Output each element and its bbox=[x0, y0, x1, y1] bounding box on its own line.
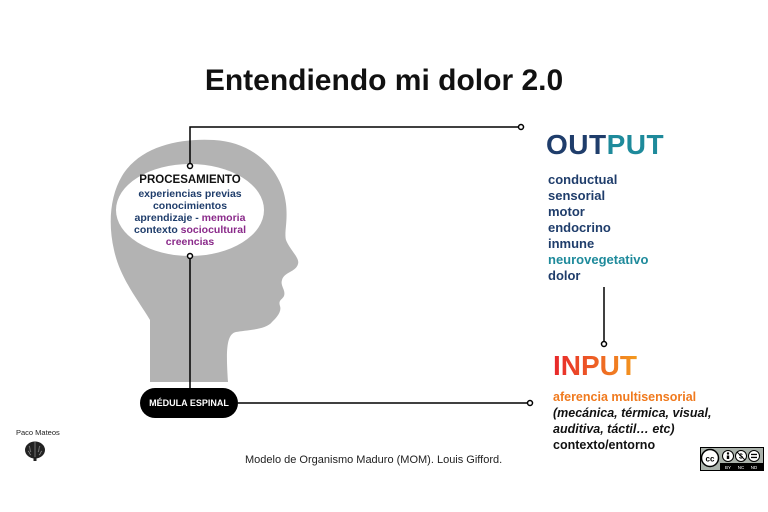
input-line-4: contexto/entorno bbox=[553, 438, 656, 452]
brain-icon bbox=[25, 441, 45, 461]
svg-text:BY: BY bbox=[725, 465, 731, 470]
node-dot bbox=[517, 123, 525, 131]
svg-text:cc: cc bbox=[706, 455, 715, 464]
output-item: neurovegetativo bbox=[548, 252, 649, 267]
node-dot bbox=[526, 399, 534, 407]
page-title: Entendiendo mi dolor 2.0 bbox=[204, 64, 564, 97]
output-connector-line bbox=[189, 126, 519, 166]
input-line-3: auditiva, táctil… etc) bbox=[553, 422, 675, 436]
processing-item: conocimientos bbox=[152, 200, 228, 212]
node-dot bbox=[600, 340, 608, 348]
processing-title: PROCESAMIENTO bbox=[139, 174, 241, 186]
processing-item: creencias bbox=[165, 236, 215, 248]
output-title: OUTPUT bbox=[546, 129, 665, 160]
input-line-1: aferencia multisensorial bbox=[553, 390, 697, 404]
output-list: conductual sensorial motor endocrino inm… bbox=[548, 172, 648, 284]
output-item: motor bbox=[548, 204, 585, 219]
processing-ellipse bbox=[116, 164, 264, 256]
node-dot bbox=[186, 162, 194, 170]
node-dot bbox=[186, 252, 194, 260]
svg-text:NC: NC bbox=[738, 465, 745, 470]
processing-item: experiencias previas bbox=[138, 188, 242, 200]
output-item: conductual bbox=[548, 172, 618, 187]
author-name: Paco Mateos bbox=[16, 428, 60, 437]
input-title: INPUT bbox=[553, 350, 637, 381]
input-line-2: (mecánica, térmica, visual, bbox=[553, 406, 712, 420]
output-item: inmune bbox=[548, 236, 595, 251]
caption: Modelo de Organismo Maduro (MOM). Louis … bbox=[245, 454, 503, 466]
processing-item: aprendizaje - memoria bbox=[134, 212, 246, 224]
processing-item: contexto sociocultural bbox=[133, 224, 247, 236]
spinal-cord-label: MÉDULA ESPINAL bbox=[140, 388, 238, 418]
output-item: dolor bbox=[548, 268, 581, 283]
svg-text:$: $ bbox=[739, 454, 743, 461]
output-item: endocrino bbox=[548, 220, 611, 235]
output-item: sensorial bbox=[548, 188, 606, 203]
cc-license-badge: cc $ BY NC ND bbox=[700, 447, 764, 471]
svg-text:ND: ND bbox=[751, 465, 758, 470]
